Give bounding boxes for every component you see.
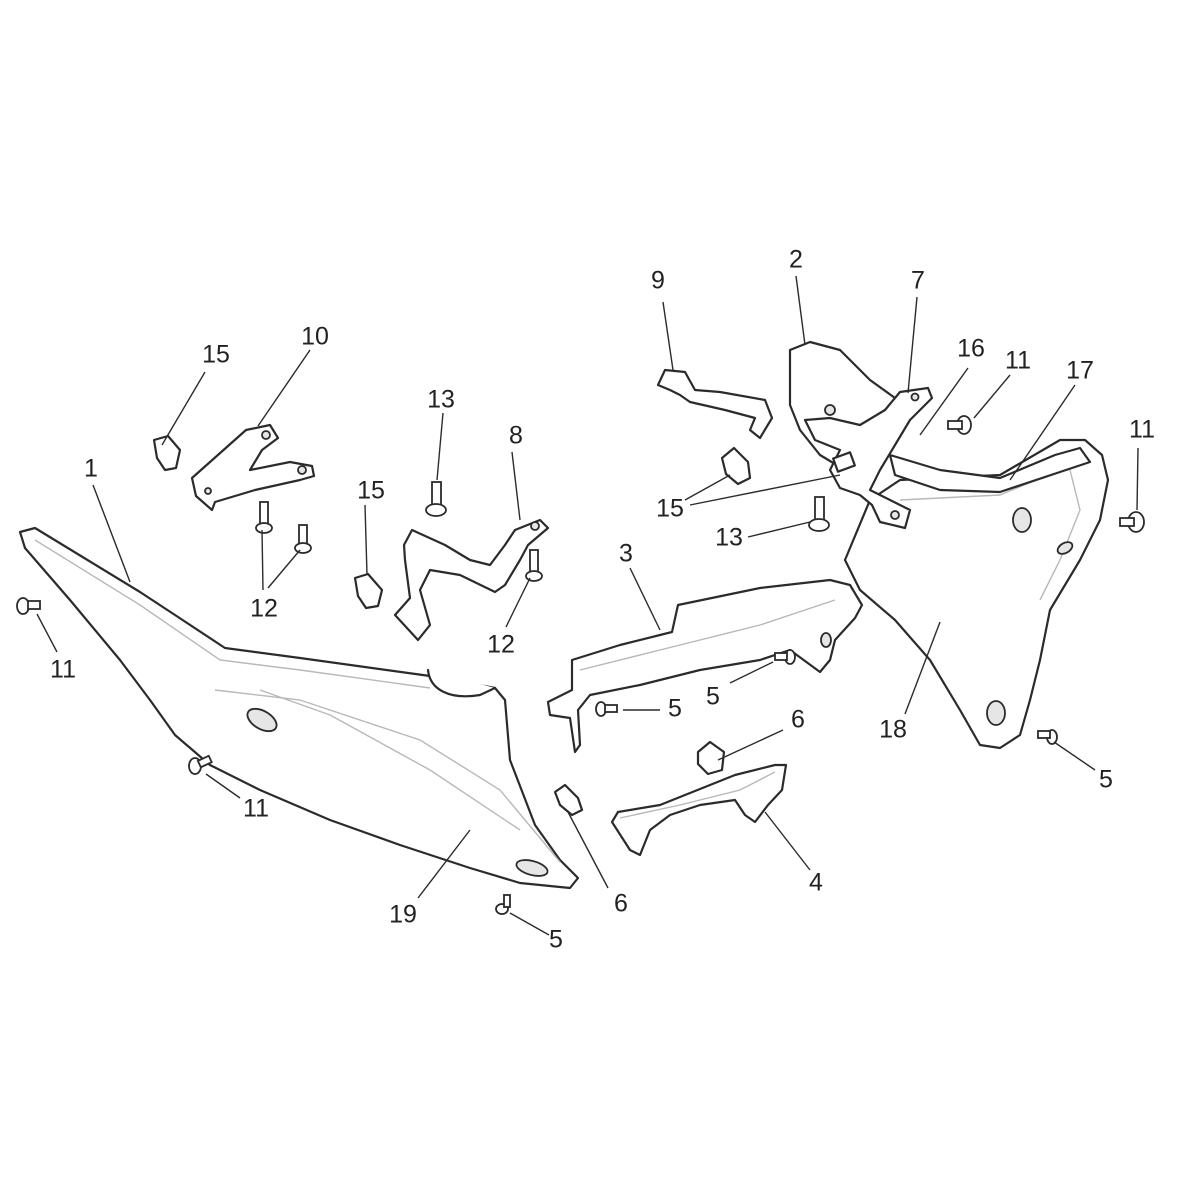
- callout-9: 9: [651, 267, 665, 295]
- clip-nut-15-left: [152, 434, 182, 472]
- bolt-12-center: [525, 549, 543, 582]
- belly-pan-left-panel: [18, 526, 580, 890]
- callout-12-center: 12: [487, 631, 515, 659]
- callout-13-right: 13: [715, 524, 743, 552]
- bracket-8: [393, 518, 550, 642]
- clip-nut-15-right: [720, 446, 752, 486]
- callout-13-left: 13: [427, 386, 455, 414]
- callout-5-center-left: 5: [668, 695, 682, 723]
- callout-11-upper-right: 11: [1005, 347, 1031, 375]
- callout-11-far-right: 11: [1129, 416, 1155, 444]
- callout-5-right: 5: [1099, 766, 1113, 794]
- callout-18: 18: [879, 716, 907, 744]
- clip-nut-6-right: [696, 740, 726, 776]
- leader-lines: [36, 275, 1139, 936]
- callout-7: 7: [911, 267, 925, 295]
- bracket-9: [656, 368, 774, 440]
- callout-15-right: 15: [656, 495, 684, 523]
- callout-6-right: 6: [791, 706, 805, 734]
- screw-5-center-right: [774, 649, 796, 665]
- callout-1: 1: [84, 455, 98, 483]
- bolt-13-right: [808, 496, 830, 532]
- bolt-12-left-a: [255, 501, 273, 534]
- screw-5-lower-left: [495, 894, 511, 915]
- callout-2: 2: [789, 246, 803, 274]
- bolt-13-left: [425, 481, 447, 517]
- callout-16: 16: [957, 335, 985, 363]
- callout-10: 10: [301, 323, 329, 351]
- callout-8: 8: [509, 422, 523, 450]
- callout-5-lower-left: 5: [549, 926, 563, 954]
- right-fairing-assembly: [788, 340, 1110, 750]
- callout-3: 3: [619, 540, 633, 568]
- trim-panel-4: [610, 763, 788, 857]
- callout-6-center: 6: [614, 890, 628, 918]
- callout-11-lower-left: 11: [243, 795, 269, 823]
- clip-nut-6-center: [553, 783, 584, 817]
- callout-4: 4: [809, 869, 823, 897]
- bracket-10: [190, 423, 316, 512]
- bolt-11-left: [16, 597, 41, 615]
- bolt-12-left-b: [294, 524, 312, 554]
- callout-labels: 1 2 3 4 5 5 5 5 6 6 7 8 9 10 11 11 11 11…: [50, 246, 1155, 954]
- callout-11-left: 11: [50, 656, 76, 684]
- bolt-11-lower-left: [188, 754, 213, 775]
- bolt-11-upper-right: [947, 415, 972, 435]
- screw-5-center-left: [595, 701, 618, 717]
- screw-5-right: [1037, 729, 1058, 745]
- callout-5-center-right: 5: [706, 683, 720, 711]
- callout-19: 19: [389, 901, 417, 929]
- callout-17: 17: [1066, 357, 1094, 385]
- bolt-11-far-right: [1119, 511, 1145, 533]
- side-panel-3: [546, 578, 864, 754]
- callout-12-left: 12: [250, 595, 278, 623]
- callout-15-center: 15: [357, 477, 385, 505]
- callout-15-left: 15: [202, 341, 230, 369]
- clip-nut-15-center: [353, 572, 384, 610]
